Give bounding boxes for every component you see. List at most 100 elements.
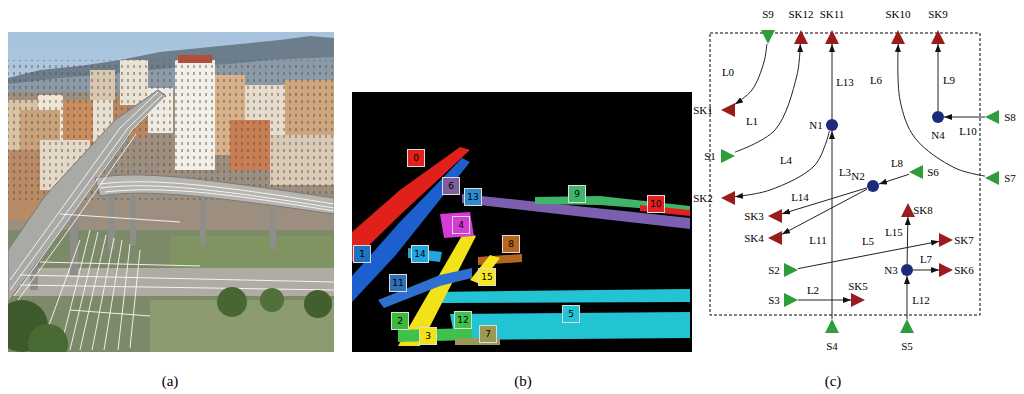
node-label: SK11: [820, 8, 845, 20]
traffic-photo-part-part: [104, 240, 122, 350]
traffic-photo-part-part: [100, 182, 334, 204]
marker-triangle: [851, 293, 865, 307]
link-connector: [782, 188, 867, 214]
marker-triangle: [721, 103, 735, 117]
node-label: N4: [931, 129, 944, 141]
marker-triangle: [909, 165, 923, 179]
marker-triangle: [939, 263, 953, 277]
link-label: L10: [958, 125, 978, 137]
node-label: SK2: [693, 192, 713, 204]
traffic-photo-part-part: [60, 214, 180, 222]
node-label: S8: [1004, 111, 1016, 123]
sink-marker: SK12: [794, 30, 808, 44]
node-label: 13: [467, 192, 478, 202]
node-label: S6: [927, 166, 939, 178]
link-connector: [913, 270, 939, 271]
marker-triangle: [985, 171, 999, 185]
traffic-photo-part: [217, 287, 247, 317]
link-connector: [735, 131, 829, 197]
junction-node: N2: [867, 180, 879, 192]
source-marker: S1: [721, 149, 735, 163]
traffic-photo-part-part: [80, 235, 106, 350]
cluster-label: 3: [419, 327, 437, 345]
sink-marker: SK6: [939, 263, 953, 277]
marker-triangle: [939, 233, 953, 247]
traffic-photo-part: [304, 290, 332, 318]
link-connector: [832, 131, 833, 319]
link-connector: [907, 217, 909, 264]
source-marker: S5: [900, 319, 914, 333]
node-label: 15: [481, 272, 492, 282]
node-label: SK1: [693, 104, 713, 116]
traffic-photo-part-part: [40, 262, 200, 266]
cluster-label: 6: [442, 177, 460, 195]
traffic-photo-part: [8, 32, 334, 352]
link-label: L11: [808, 234, 827, 246]
node-label: 5: [568, 309, 574, 319]
link-label: L0: [721, 66, 735, 78]
marker-triangle: [891, 30, 905, 44]
sink-marker: SK10: [891, 30, 905, 44]
panel-caption: (a): [162, 373, 179, 390]
link-label: L7: [919, 253, 933, 265]
link-label: L14: [790, 191, 810, 203]
traffic-photo-part-part: [105, 190, 334, 211]
node-label: SK4: [744, 232, 764, 244]
node-label: SK8: [913, 204, 933, 216]
node-label: N3: [884, 264, 897, 276]
node-label: 10: [650, 199, 661, 209]
marker-triangle: [825, 30, 839, 44]
marker-triangle: [784, 293, 798, 307]
marker-triangle: [768, 209, 782, 223]
marker-triangle: [825, 30, 839, 44]
link-label: L13: [835, 76, 855, 88]
link-connector: [832, 44, 833, 119]
marker-triangle: [891, 30, 905, 44]
marker-triangle: [985, 110, 999, 124]
cluster-label: 12: [454, 311, 472, 329]
marker-triangle: [985, 171, 999, 185]
cluster-label: 5: [562, 305, 580, 323]
cluster-label: 10: [647, 195, 665, 213]
link-connector: [798, 300, 851, 301]
cluster-map: [352, 92, 692, 352]
source-marker: S4: [825, 319, 839, 333]
marker-triangle: [784, 263, 798, 277]
cluster-label: 4: [452, 216, 470, 234]
traffic-photo-part: [130, 195, 136, 245]
marker-triangle: [900, 319, 914, 333]
junction-node: N4: [932, 111, 944, 123]
node-label: 9: [574, 189, 580, 199]
marker-triangle: [851, 293, 865, 307]
cluster-label: 13: [464, 188, 482, 206]
node-label: 7: [485, 329, 491, 339]
cluster-label: 2: [391, 312, 409, 330]
node-label: SK5: [848, 280, 868, 292]
cluster-label: 14: [411, 245, 429, 263]
traffic-photo-part-part: [100, 186, 334, 208]
marker-triangle: [768, 231, 782, 245]
traffic-photo-part-part: [60, 230, 90, 350]
node-label: N1: [809, 119, 822, 131]
node-label: S4: [826, 340, 838, 352]
node-label: 4: [458, 220, 464, 230]
node-label: 6: [448, 181, 454, 191]
node-label: 14: [414, 249, 425, 259]
sink-marker: SK4: [768, 231, 782, 245]
node-label: 2: [397, 316, 403, 326]
junction-node: N1: [826, 119, 838, 131]
panel-caption: (b): [514, 373, 532, 390]
marker-triangle: [721, 149, 735, 163]
traffic-photo-part-part: [92, 238, 114, 350]
sink-marker: SK2: [721, 191, 735, 205]
marker-triangle: [825, 319, 839, 333]
marker-triangle: [784, 293, 798, 307]
marker-triangle: [721, 149, 735, 163]
node-label: S2: [768, 264, 780, 276]
node-label: 3: [425, 331, 431, 341]
cluster-map-part: [440, 212, 474, 238]
link-connector: [879, 174, 909, 184]
